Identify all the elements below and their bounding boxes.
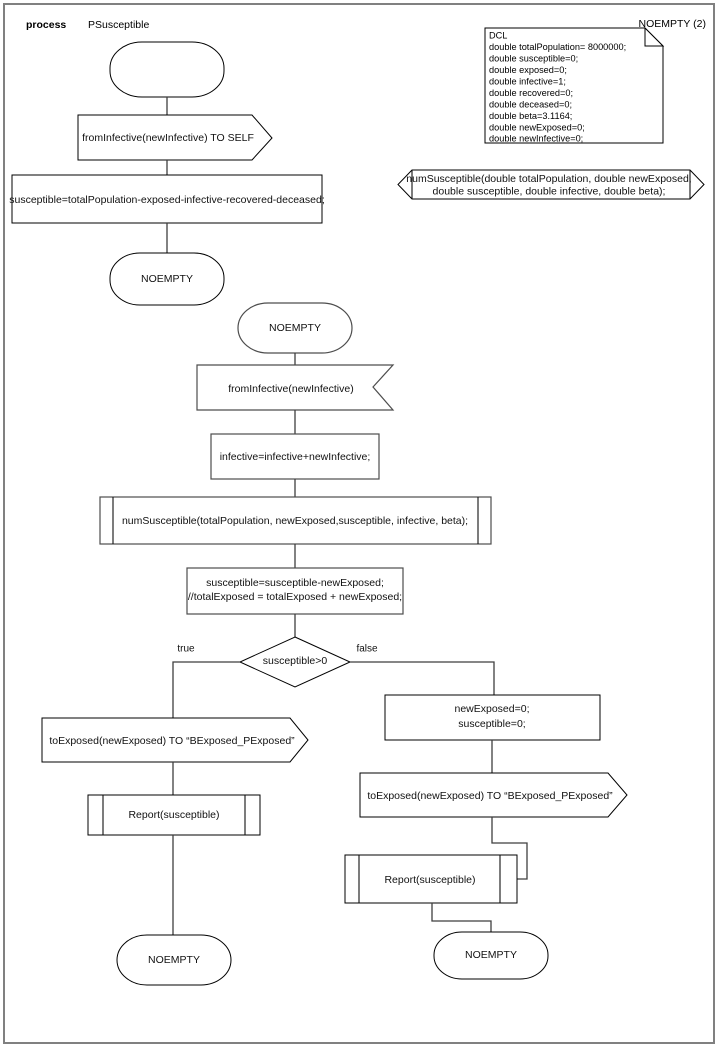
dcl-line-6: double deceased=0; (489, 99, 572, 109)
flow-b-connector-false-branch (350, 661, 495, 695)
false-branch-connector-output-to-report (491, 817, 528, 880)
false-branch-output: toExposed(newExposed) TO “BExposed_PExpo… (359, 772, 628, 818)
dcl-line-8: double newExposed=0; (489, 122, 585, 132)
flow-b-task-update-outline (186, 567, 404, 615)
flow-b-input-signal-label: fromInfective(newInfective) (228, 383, 353, 395)
flow-b-task-update-line2: //totalExposed = totalExposed + newExpos… (188, 591, 402, 603)
true-branch-end-state-outline (116, 934, 232, 986)
flow-b-task-update-line1: susceptible=susceptible-newExposed; (206, 577, 384, 589)
dcl-line-4: double infective=1; (489, 76, 566, 86)
procedure-decl-line-1: double susceptible, double infective, do… (433, 185, 666, 197)
flow-a-input-self-outline (77, 114, 273, 161)
true-branch-output-label: toExposed(newExposed) TO “BExposed_PExpo… (49, 735, 295, 747)
false-branch-task-reset: newExposed=0; susceptible=0; (384, 694, 601, 741)
dcl-line-0: DCL (489, 30, 507, 40)
false-branch-report-label: Report(susceptible) (384, 874, 475, 886)
flow-b-proc-call: numSusceptible(totalPopulation, newExpos… (99, 496, 492, 545)
dcl-line-3: double exposed=0; (489, 65, 567, 75)
flow-b-connector-true-branch (172, 661, 240, 718)
flow-a-input-self-label: fromInfective(newInfective) TO SELF (82, 132, 254, 144)
dcl-note: DCL double totalPopulation= 8000000; dou… (484, 26, 665, 144)
page-border (3, 3, 715, 1044)
flow-a-end-state-outline (109, 252, 225, 306)
flow-a-start-state (109, 41, 225, 98)
flow-a-task-susceptible: susceptible=totalPopulation-exposed-infe… (9, 174, 325, 224)
false-branch-report-call: Report(susceptible) (344, 854, 518, 904)
corner-state-label: NOEMPTY (2) (639, 18, 706, 30)
procedure-decl-line-0: numSusceptible(double totalPopulation, d… (406, 173, 691, 185)
dcl-line-5: double recovered=0; (489, 88, 573, 98)
flow-b-task-infective: infective=infective+newInfective; (210, 433, 380, 480)
true-branch-report-outline (87, 794, 261, 836)
false-branch-connector-report-to-end (431, 903, 492, 932)
flow-b-decision-true-label: true (177, 644, 195, 655)
process-keyword: process (26, 19, 66, 31)
dcl-line-7: double beta=3.1164; (489, 111, 572, 121)
flow-b-task-infective-label: infective=infective+newInfective; (220, 451, 371, 463)
false-branch-end-state: NOEMPTY (433, 931, 549, 980)
flow-b-input-signal: fromInfective(newInfective) (196, 364, 395, 411)
false-branch-report-outline (344, 854, 518, 904)
true-branch-report-call: Report(susceptible) (87, 794, 261, 836)
dcl-line-1: double totalPopulation= 8000000; (489, 42, 626, 52)
true-branch-report-label: Report(susceptible) (128, 809, 219, 821)
flow-a-task-label: susceptible=totalPopulation-exposed-infe… (9, 194, 324, 206)
false-branch-task-reset-line1: newExposed=0; (454, 703, 529, 715)
process-name: PSusceptible (88, 19, 149, 31)
flow-b-decision-outline (238, 636, 352, 688)
true-branch-end-state: NOEMPTY (116, 934, 232, 986)
false-branch-output-label: toExposed(newExposed) TO “BExposed_PExpo… (367, 790, 613, 802)
dcl-line-2: double susceptible=0; (489, 53, 578, 63)
false-branch-end-state-outline (433, 931, 549, 980)
false-branch-task-reset-line2: susceptible=0; (458, 718, 525, 730)
numsusceptible-declaration-shape: numSusceptible(double totalPopulation, d… (397, 169, 705, 200)
flow-a-input-self: fromInfective(newInfective) TO SELF (77, 114, 273, 161)
flow-b-decision-label: susceptible>0 (263, 655, 328, 667)
flow-a-end-state-label: NOEMPTY (141, 273, 193, 285)
flow-b-input-signal-outline (196, 364, 395, 411)
false-branch-output-outline (359, 772, 628, 818)
flow-b-decision: susceptible>0 (238, 636, 352, 688)
false-branch-end-state-label: NOEMPTY (465, 949, 517, 961)
flow-b-task-update: susceptible=susceptible-newExposed; //to… (186, 567, 404, 615)
flow-b-proc-call-label: numSusceptible(totalPopulation, newExpos… (122, 515, 468, 527)
dcl-line-9: double newInfective=0; (489, 133, 583, 143)
true-branch-end-state-label: NOEMPTY (148, 954, 200, 966)
true-branch-output: toExposed(newExposed) TO “BExposed_PExpo… (41, 717, 309, 763)
flow-b-start-state: NOEMPTY (237, 302, 353, 354)
flow-a-end-state: NOEMPTY (109, 252, 225, 306)
true-branch-output-outline (41, 717, 309, 763)
dcl-note-body (484, 27, 664, 144)
dcl-note-fold-icon (644, 26, 665, 47)
flow-b-decision-false-label: false (356, 644, 378, 655)
flow-b-start-state-label: NOEMPTY (269, 322, 321, 334)
